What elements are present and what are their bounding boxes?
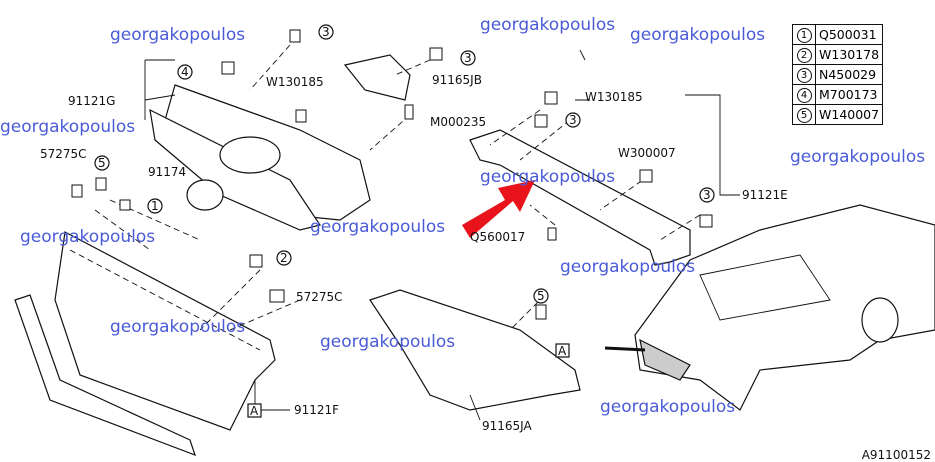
svg-text:4: 4	[181, 65, 189, 79]
label-w130185: W130185	[585, 90, 643, 104]
svg-text:3: 3	[464, 51, 472, 65]
label-q560017: Q560017	[470, 230, 525, 244]
callout-circles: 3 4 3 3 3 5 1 2 5	[94, 24, 715, 304]
label-91174: 91174	[148, 165, 186, 179]
bracket-91165jb	[343, 54, 411, 101]
watermark-text: georgakopoulos	[560, 257, 695, 277]
watermarks: georgakopoulos georgakopoulos georgakopo…	[0, 15, 925, 417]
ref-a-marker: A	[250, 404, 259, 418]
watermark-text: georgakopoulos	[20, 227, 155, 247]
watermark-text: georgakopoulos	[110, 25, 245, 45]
svg-text:5: 5	[537, 289, 545, 303]
watermark-text: georgakopoulos	[320, 332, 455, 352]
svg-text:1: 1	[151, 199, 159, 213]
watermark-text: georgakopoulos	[480, 15, 615, 35]
label-w300007: W300007	[618, 146, 676, 160]
diagram-reference: A91100152	[861, 448, 931, 462]
watermark-text: georgakopoulos	[0, 117, 135, 137]
under-cover-91165ja	[369, 289, 581, 411]
svg-text:3: 3	[569, 113, 577, 127]
watermark-text: georgakopoulos	[110, 317, 245, 337]
red-arrow-indicator	[462, 180, 535, 238]
svg-text:3: 3	[703, 188, 711, 202]
watermark-text: georgakopoulos	[790, 147, 925, 167]
emblem-91174	[186, 179, 224, 211]
svg-text:2: 2	[280, 251, 288, 265]
car-illustration	[604, 204, 935, 411]
fasteners	[71, 29, 713, 320]
upper-grille-91121g	[149, 84, 371, 231]
label-57275c: 57275C	[40, 147, 87, 161]
label-91121e: 91121E	[742, 188, 788, 202]
label-91121g: 91121G	[68, 94, 115, 108]
ref-a-marker: A	[558, 344, 567, 358]
label-57275c: 57275C	[296, 290, 343, 304]
watermark-text: georgakopoulos	[630, 25, 765, 45]
label-m000235: M000235	[430, 115, 486, 129]
svg-text:3: 3	[322, 25, 330, 39]
watermark-text: georgakopoulos	[480, 167, 615, 187]
label-91165ja: 91165JA	[482, 419, 533, 433]
front-grille-91121f	[14, 231, 276, 457]
watermark-text: georgakopoulos	[310, 217, 445, 237]
label-w130185: W130185	[266, 75, 324, 89]
label-91165jb: 91165JB	[432, 73, 482, 87]
beam-91121e	[469, 129, 691, 266]
label-91121f: 91121F	[294, 403, 339, 417]
watermark-text: georgakopoulos	[600, 397, 735, 417]
svg-text:5: 5	[98, 156, 106, 170]
